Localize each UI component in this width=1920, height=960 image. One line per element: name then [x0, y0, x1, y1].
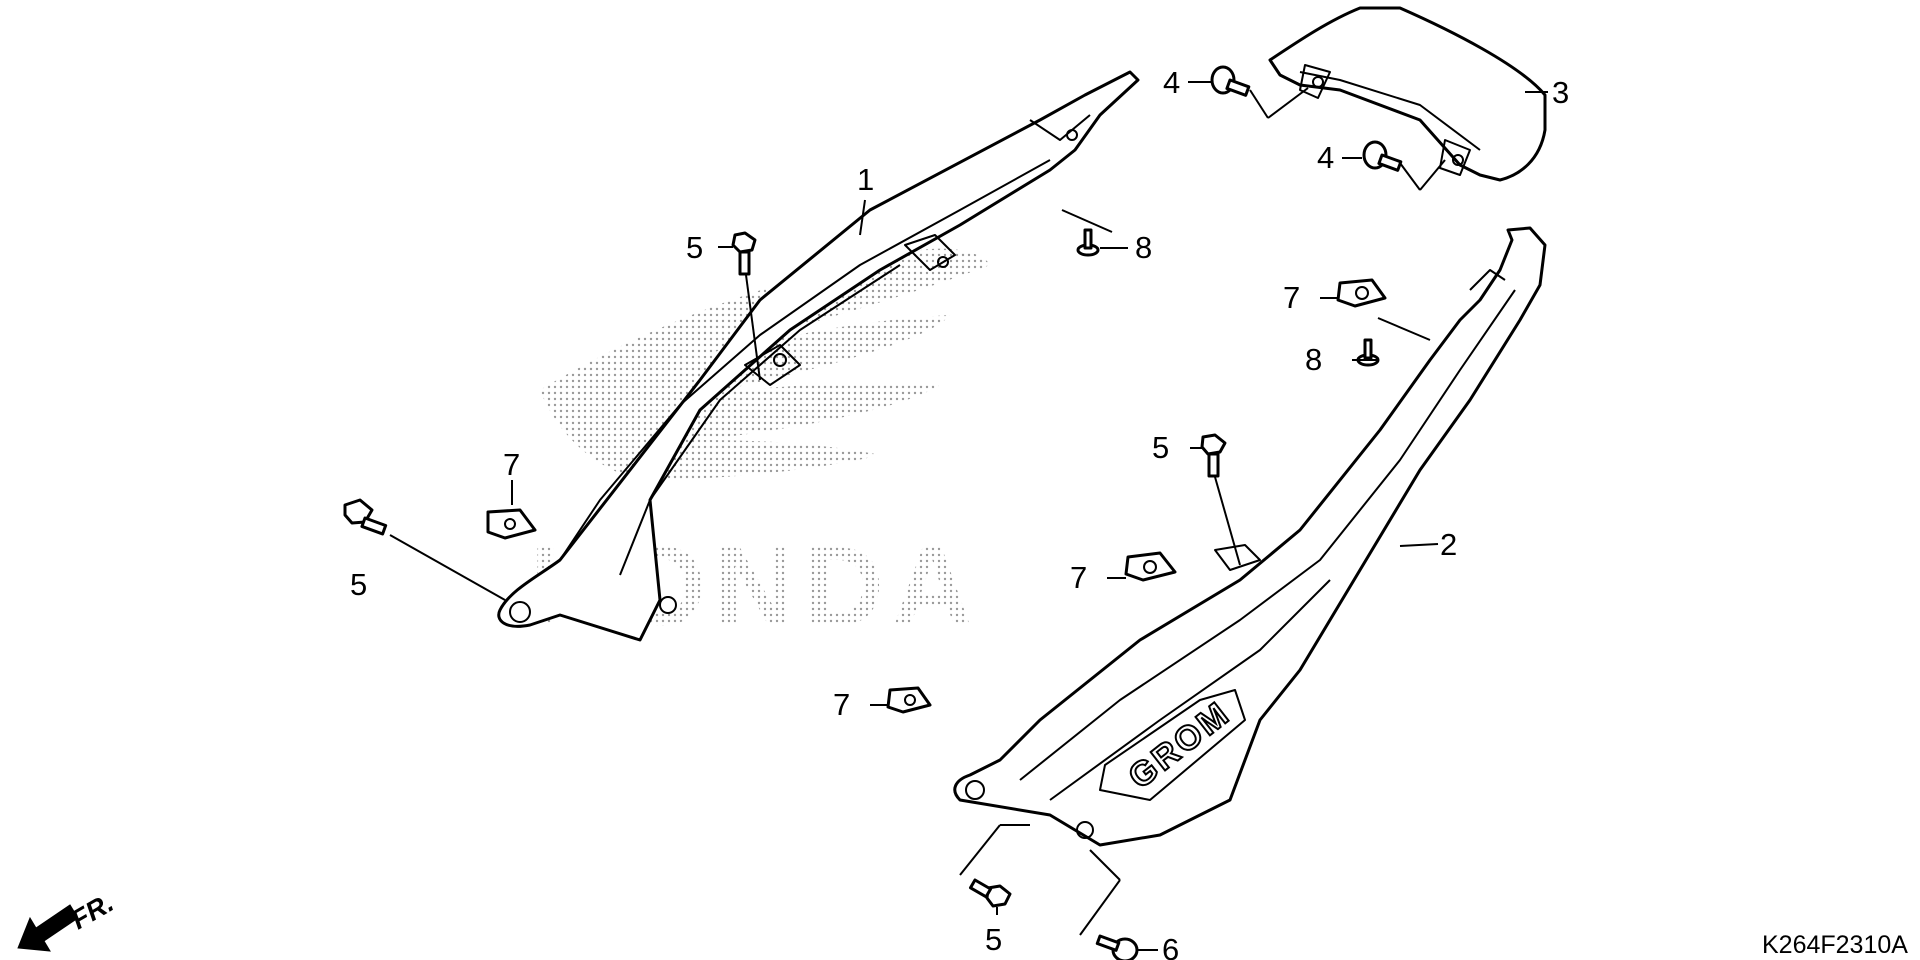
- callout-7c: 7: [1070, 560, 1087, 595]
- bolt-5d-icon: [969, 878, 1012, 908]
- callout-4b: 4: [1317, 140, 1334, 175]
- callout-6: 6: [1162, 932, 1179, 960]
- callout-7b: 7: [1283, 280, 1300, 315]
- screw-8b-icon: [1356, 338, 1380, 367]
- clip-nut-7d-icon: [886, 686, 932, 714]
- callout-8b: 8: [1305, 342, 1322, 377]
- leader-lines: [389, 81, 1548, 951]
- callout-2: 2: [1440, 527, 1457, 562]
- callout-7d: 7: [833, 687, 850, 722]
- callout-8a: 8: [1135, 230, 1152, 265]
- front-direction-arrow-icon: [17, 904, 79, 952]
- screw-4a-icon: [1210, 65, 1251, 97]
- bolt-5a-icon: [731, 231, 757, 276]
- front-direction-label: FR.: [66, 887, 119, 935]
- clip-nut-7c-icon: [1124, 551, 1177, 582]
- callout-5b: 5: [350, 567, 367, 602]
- bolt-5b-icon: [343, 498, 388, 536]
- drawing-code: K264F2310A: [1762, 931, 1908, 959]
- screw-8a-icon: [1076, 228, 1100, 257]
- part-3-tail-cap: [1268, 6, 1547, 182]
- callout-5c: 5: [1152, 430, 1169, 465]
- clip-nut-7a-icon: [486, 508, 537, 540]
- screw-6-icon: [1095, 934, 1139, 960]
- callout-4a: 4: [1163, 65, 1180, 100]
- clip-nut-7b-icon: [1336, 278, 1387, 308]
- callout-1: 1: [857, 162, 874, 197]
- honda-wing-watermark: [540, 248, 990, 480]
- part-1-left-bracket: [497, 70, 1140, 642]
- bolt-5c-icon: [1200, 433, 1227, 478]
- callout-5a: 5: [686, 230, 703, 265]
- callout-7a: 7: [503, 447, 520, 482]
- part-2-side-cover: GROM: [953, 226, 1547, 847]
- callout-5d: 5: [985, 922, 1002, 957]
- screw-4b-icon: [1362, 140, 1403, 172]
- callout-3: 3: [1552, 75, 1569, 110]
